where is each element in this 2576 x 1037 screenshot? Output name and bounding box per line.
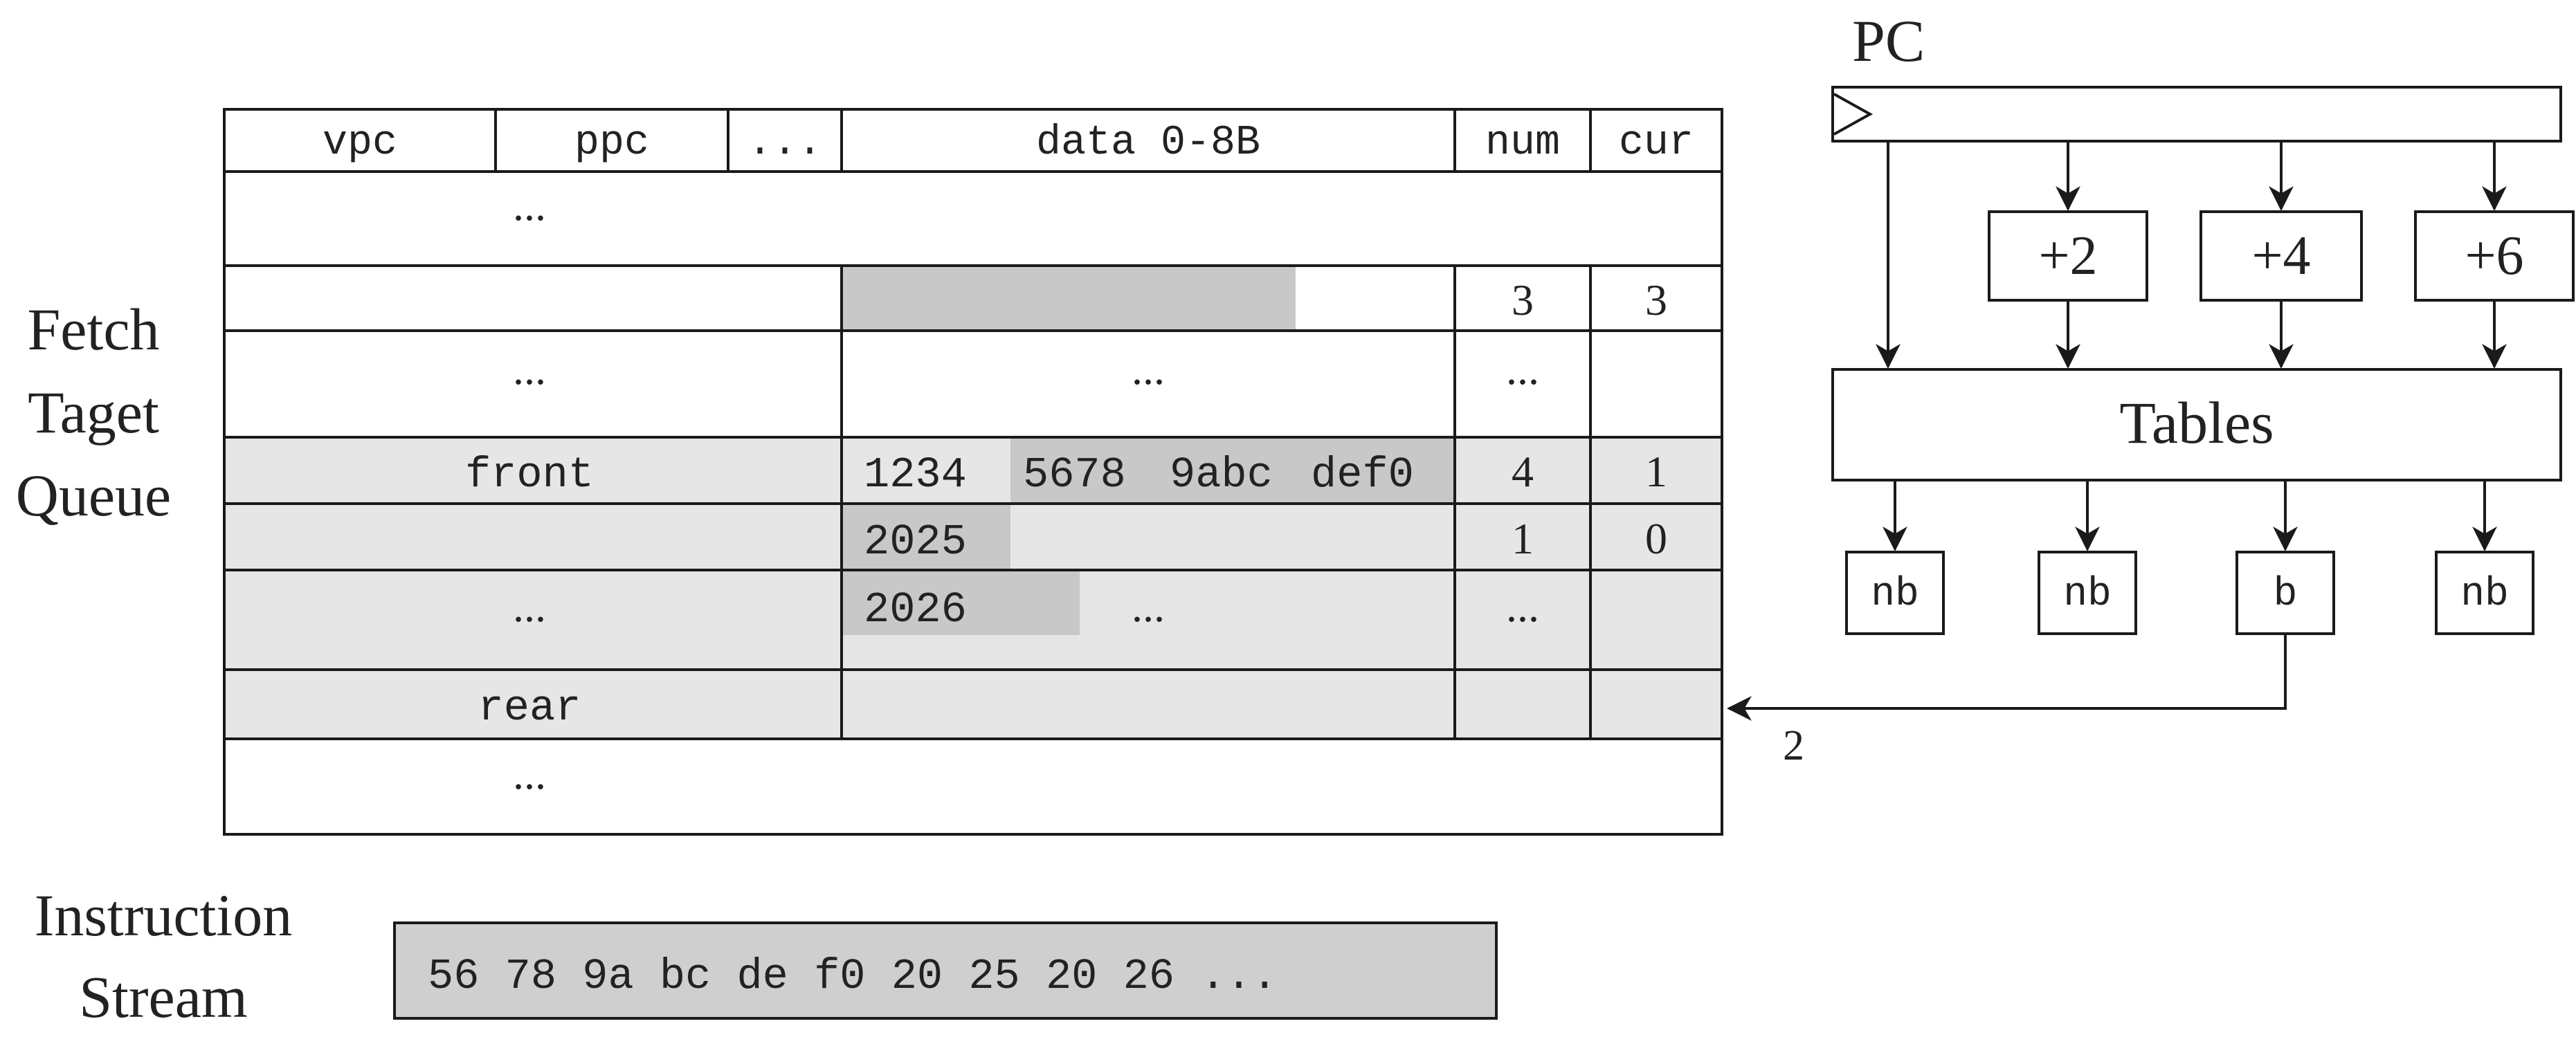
table-row: ...: [513, 749, 546, 798]
header-data: data 0-8B: [1036, 120, 1260, 167]
instruction-stream-bar: [393, 921, 1498, 1020]
header-ppc: ppc: [574, 120, 649, 167]
ftq-label-line-1: Fetch: [27, 296, 159, 363]
enqueue-count: 2: [1783, 722, 1804, 769]
row-front-byte-3: def0: [1311, 450, 1414, 499]
row-rear-label: rear: [478, 683, 581, 733]
row-5-num: ...: [1506, 582, 1539, 631]
row-5-byte-0: 2026: [864, 585, 967, 634]
table-border: [223, 108, 1723, 836]
pc-label: PC: [1852, 8, 1925, 74]
row-7-label: ...: [513, 749, 546, 798]
row-2-label: ...: [513, 345, 546, 394]
table-row: front 1234 5678 9abc def0 4 1: [465, 447, 1667, 499]
table-row: rear: [478, 683, 581, 733]
prediction-output: nb: [2435, 551, 2534, 635]
prediction-output-label: nb: [2063, 572, 2112, 617]
prediction-output-label: nb: [2460, 572, 2509, 617]
ftq-label-line-2: Taget: [28, 379, 159, 446]
table-row: ... ... ...: [513, 345, 1539, 394]
adder-plus-4: +4: [2251, 226, 2310, 286]
ftq-label-line-3: Queue: [16, 462, 171, 529]
row-2-data-dots: ...: [1132, 345, 1165, 394]
enqueue-arrow: [1727, 634, 2287, 721]
queue-table: vpc ppc ... data 0-8B num cur ... 3 3 ..…: [223, 108, 1723, 836]
header-num: num: [1485, 120, 1560, 167]
prediction-output-label: nb: [1871, 572, 1919, 617]
instruction-stream-box: 56 78 9a bc de f0 20 25 20 26 ...: [393, 921, 1498, 1020]
instruction-stream-label-line-2: Stream: [79, 964, 248, 1030]
adder: +4: [2199, 210, 2363, 302]
prediction-output: b: [2235, 551, 2335, 635]
row-front-cur: 1: [1645, 447, 1667, 496]
column-dividers: [494, 109, 1592, 739]
tables-output-arrows: [1883, 480, 2497, 551]
row-front-byte-0: 1234: [864, 450, 967, 499]
row-1-cur: 3: [1645, 275, 1667, 324]
row-4-num: 1: [1512, 514, 1534, 563]
table-row: 3 3: [1512, 275, 1667, 324]
row-5-label: ...: [513, 582, 546, 631]
adder-plus-6: +6: [2465, 226, 2523, 286]
front-data-highlight: [1010, 437, 1455, 504]
row-1-num: 3: [1512, 275, 1534, 324]
row-2-num: ...: [1506, 345, 1539, 394]
row-front-byte-2: 9abc: [1170, 450, 1273, 499]
prediction-output: nb: [1845, 551, 1945, 635]
table-row: ...: [513, 181, 546, 230]
pc-register: [1831, 86, 2562, 143]
row-5-data-dots: ...: [1132, 582, 1165, 631]
row-0-label: ...: [513, 181, 546, 230]
clock-triangle-icon: [1833, 93, 1874, 136]
fetch-target-queue-label: Fetch Taget Queue: [16, 296, 171, 529]
row-5-data-highlight: [842, 504, 1010, 570]
prediction-output: nb: [2038, 551, 2137, 635]
header-cur: cur: [1619, 120, 1694, 167]
instruction-stream-bytes: 56 78 9a bc de f0 20 25 20 26 ...: [428, 952, 1278, 1001]
table-row: 2025 1 0: [864, 514, 1667, 567]
tables-box: [1831, 368, 2562, 481]
branch-predictor: PC +2 +4 +6 Tables: [1727, 8, 2575, 769]
instruction-stream-label-line-1: Instruction: [35, 882, 293, 948]
tables-label: Tables: [2119, 389, 2274, 456]
row-front-byte-1: 5678: [1023, 450, 1126, 499]
header-vpc: vpc: [323, 120, 397, 167]
row-4-byte-0: 2025: [864, 517, 967, 567]
row-front-num: 4: [1512, 447, 1534, 496]
row-4-cur: 0: [1645, 514, 1667, 563]
adder: +6: [2414, 210, 2575, 302]
prediction-output-label: b: [2274, 572, 2298, 617]
pc-fanout-arrows: [1876, 141, 2507, 369]
adder: +2: [1988, 210, 2148, 302]
adder-plus-2: +2: [2038, 226, 2097, 286]
table-header: vpc ppc ... data 0-8B num cur: [323, 120, 1694, 167]
row-dividers: [224, 170, 1722, 740]
row-2-data-highlight: [842, 266, 1296, 331]
table-row: ... 2026 ... ...: [513, 582, 1539, 634]
row-front-label: front: [465, 450, 594, 499]
row-6-data-highlight: [842, 570, 1080, 635]
instruction-stream-label: Instruction Stream: [35, 882, 293, 1030]
header-dots: ...: [747, 120, 822, 167]
